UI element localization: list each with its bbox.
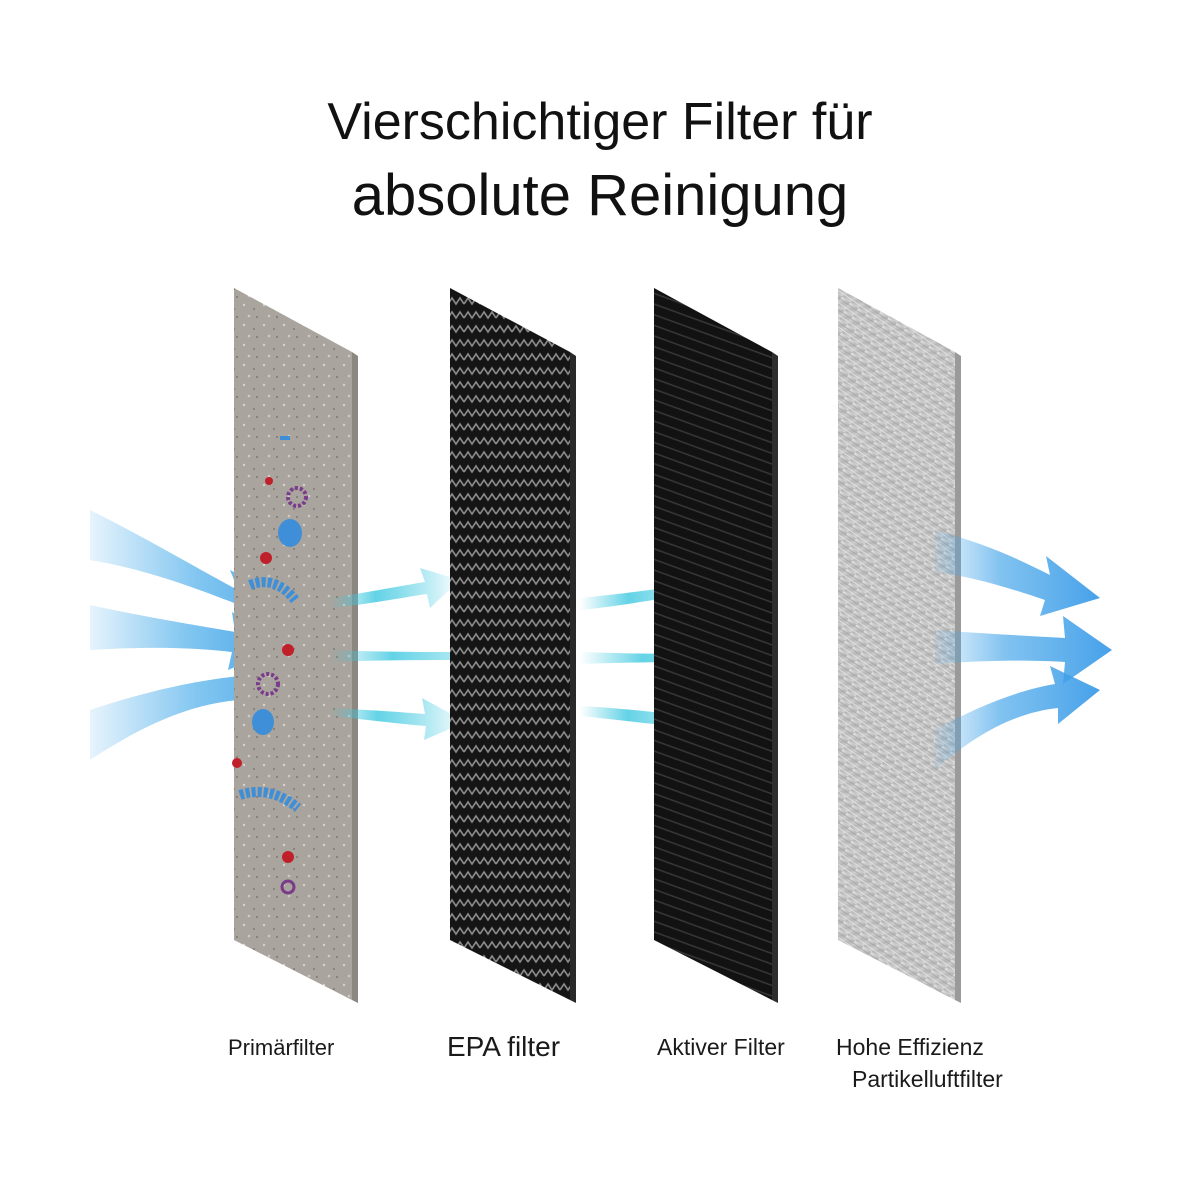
layer-primary-filter [232,288,358,1003]
layer-active-filter [654,288,778,1003]
label-active-filter: Aktiver Filter [657,1034,785,1060]
passthrough-arrows-1 [330,568,508,740]
label-hepa-filter-line-2: Partikelluftfilter [852,1066,1003,1092]
layer-hepa-filter [838,288,961,1003]
title-line-2: absolute Reinigung [351,163,849,228]
outflow-arrows [935,530,1112,770]
label-primary-filter: Primärfilter [228,1035,335,1060]
title-line-1: Vierschichtiger Filter für [327,93,873,151]
outflow-arrow-bottom [935,666,1100,770]
label-epa-filter: EPA filter [447,1031,561,1062]
layer-epa-filter [450,288,576,1003]
outflow-arrow-top [935,530,1100,616]
particles [232,436,308,895]
inflow-arrow-middle [90,605,280,670]
outflow-arrow-middle [935,616,1112,684]
label-hepa-filter-line-1: Hohe Effizienz [836,1034,984,1060]
